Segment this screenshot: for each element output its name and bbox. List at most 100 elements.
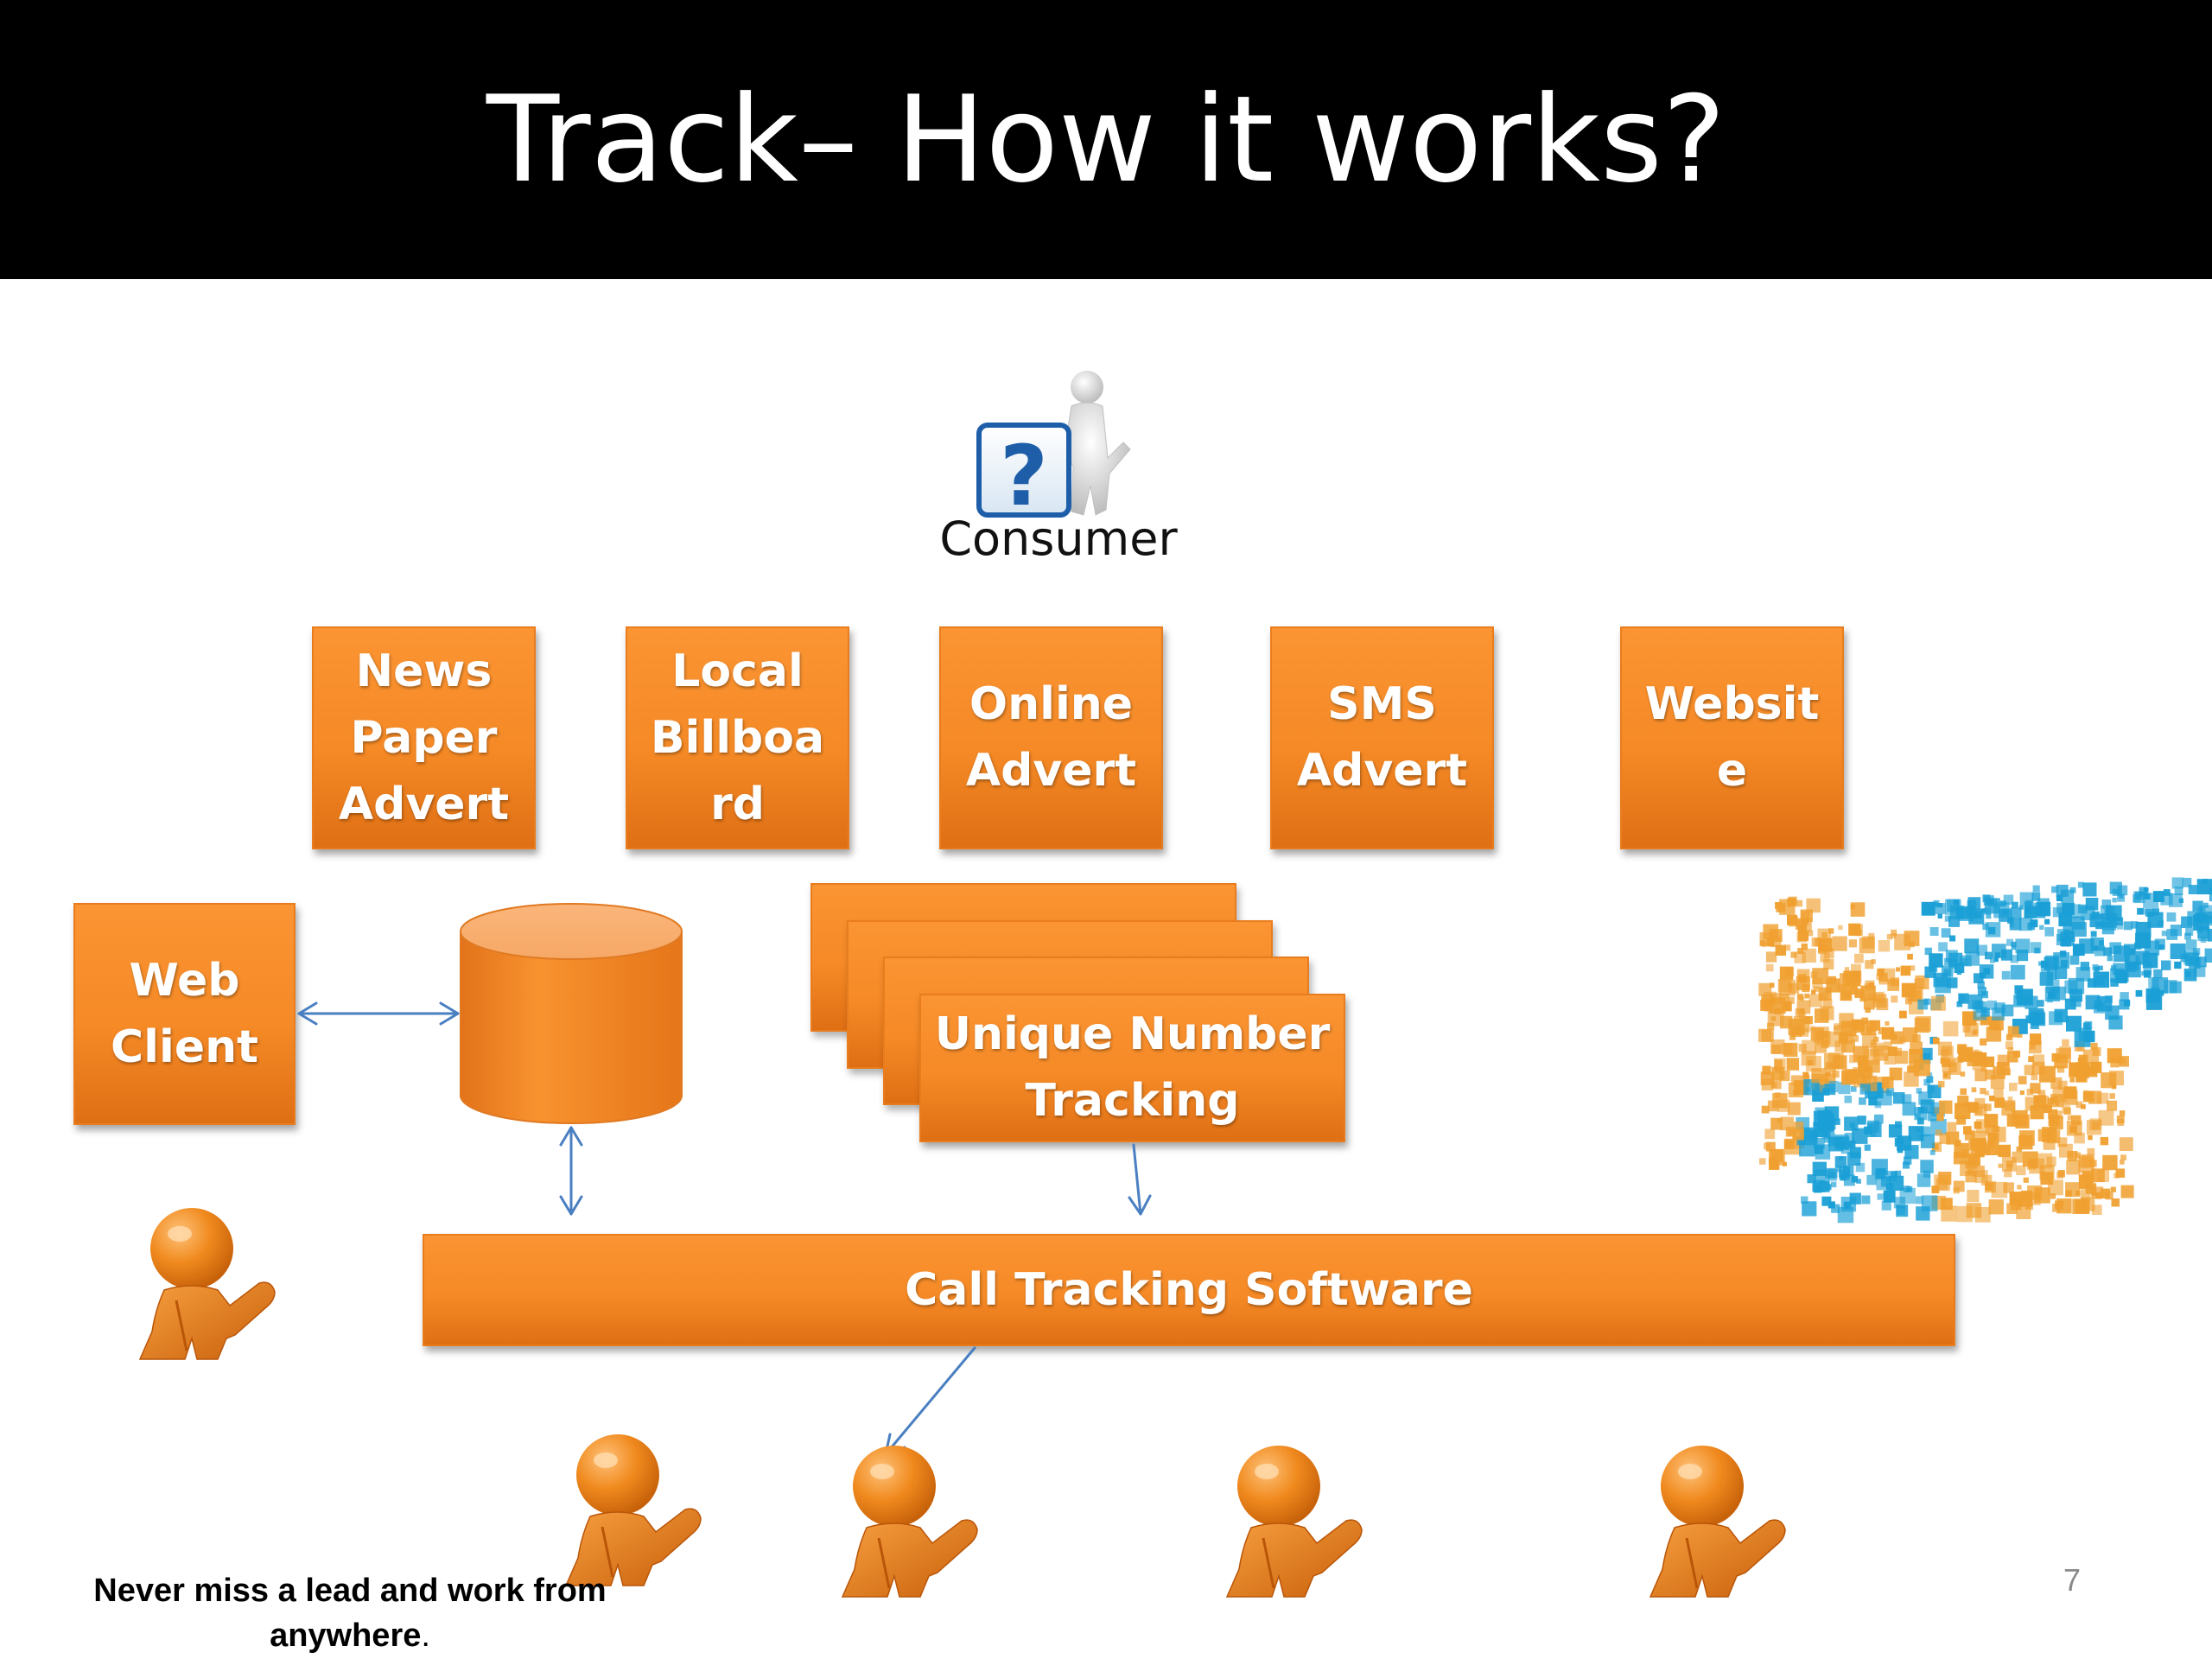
mosaic-tile [1910,1041,1923,1055]
mosaic-tile [1827,1172,1837,1181]
mosaic-tile [2095,1192,2102,1199]
mosaic-tile [1820,952,1830,963]
mosaic-tile [2182,877,2192,887]
mosaic-tile [2024,1096,2039,1111]
mosaic-tile [1899,1187,1916,1205]
mosaic-tile [1831,1204,1840,1213]
mosaic-tile [2003,1182,2014,1193]
mosaic-tile [1918,1134,1924,1140]
mosaic-tile [2094,945,2106,957]
mosaic-tile [2111,1198,2120,1207]
mosaic-tile [1967,897,1981,910]
mosaic-tile [2184,932,2191,940]
mosaic-tile [1957,1056,1964,1063]
mosaic-tile [1974,911,1982,919]
mosaic-tile [2054,1110,2063,1119]
mosaic-tile [1787,914,1798,925]
mosaic-tile [2009,1192,2023,1205]
mosaic-tile [2113,1173,2120,1179]
mosaic-tile [1887,979,1900,991]
mosaic-tile [1918,1065,1924,1071]
mosaic-tile [1839,1169,1850,1180]
mosaic-tile [1890,1031,1904,1045]
mosaic-tile [2038,1065,2056,1083]
mosaic-tile [1814,1145,1824,1154]
mosaic-tile [1891,929,1897,936]
mosaic-tile [1764,1142,1770,1150]
mosaic-tile [1764,1005,1770,1012]
mosaic-tile [1967,1154,1980,1166]
mosaic-tile [2037,898,2050,911]
mosaic-tile [1860,1083,1866,1088]
mosaic-tile [1839,1031,1853,1045]
mosaic-tile [1815,1084,1825,1095]
mosaic-tile [2029,1040,2042,1054]
mosaic-tile [2098,1109,2114,1126]
mosaic-tile [1958,995,1967,1002]
mosaic-tile [2024,1202,2033,1211]
mosaic-tile [2178,898,2183,903]
mosaic-tile [2099,940,2104,946]
mosaic-tile [1874,1114,1884,1124]
mosaic-tile [1896,1205,1905,1215]
mosaic-tile [1854,988,1864,998]
mosaic-tile [2050,1094,2064,1108]
mosaic-tile [1956,969,1962,976]
mosaic-tile [1802,1128,1815,1141]
mosaic-tile [1865,1082,1882,1099]
mosaic-tile [2164,980,2177,994]
mosaic-tile [1834,1023,1841,1031]
mosaic-tile [2135,891,2144,900]
mosaic-tile [2059,1143,2073,1158]
channel-news-paper-advert: News Paper Advert [312,626,536,849]
mosaic-tile [1958,1046,1974,1062]
mosaic-tile [2118,1056,2129,1067]
mosaic-tile [1796,969,1810,982]
mosaic-tile [2105,1191,2113,1200]
mosaic-tile [1801,1196,1808,1204]
mosaic-tile [1826,978,1840,993]
mosaic-tile [1987,1000,1997,1010]
mosaic-tile [1953,899,1960,906]
mosaic-tile [2025,899,2033,908]
mosaic-tile [1908,1126,1924,1141]
mosaic-tile [1968,1140,1979,1151]
mosaic-tile [2010,964,2025,980]
mosaic-tile [2103,974,2108,979]
mosaic-tile [1877,1090,1892,1106]
mosaic-tile [1985,1182,1993,1191]
mosaic-tile [1792,1136,1805,1149]
mosaic-tile [1944,957,1952,965]
mosaic-tile [1947,977,1958,988]
mosaic-tile [1865,980,1875,990]
mosaic-tile [2083,1030,2095,1043]
mosaic-tile [1960,1088,1967,1096]
mosaic-tile [1854,953,1864,963]
mosaic-tile [2019,1130,2035,1146]
mosaic-tile [1853,1076,1865,1088]
mosaic-tile [1779,899,1796,915]
mosaic-tile [1986,1027,2002,1042]
mosaic-tile [1866,1065,1872,1071]
mosaic-tile [1885,1183,1894,1191]
mosaic-tile [1877,1193,1884,1200]
mosaic-tile [2075,1152,2081,1159]
mosaic-tile [1843,1201,1852,1209]
mosaic-tile [1867,1083,1884,1099]
mosaic-tile [1974,1107,1983,1116]
mosaic-tile [1863,1048,1880,1065]
mosaic-tile [1923,1078,1930,1086]
mosaic-tile [1975,1140,1985,1149]
mosaic-tile [2066,1120,2082,1136]
mosaic-tile [1861,1077,1868,1084]
mosaic-tile [1904,931,1920,946]
mosaic-tile [1834,1118,1840,1125]
mosaic-tile [1798,918,1812,932]
mosaic-tile [1967,1190,1980,1203]
mosaic-tile [1961,1149,1970,1159]
channel-local-billboard: Local Billboa rd [626,626,849,849]
mosaic-tile [1912,1034,1921,1043]
mosaic-tile [1785,1127,1796,1137]
mosaic-tile [2055,1200,2064,1210]
mosaic-tile [1896,967,1901,972]
